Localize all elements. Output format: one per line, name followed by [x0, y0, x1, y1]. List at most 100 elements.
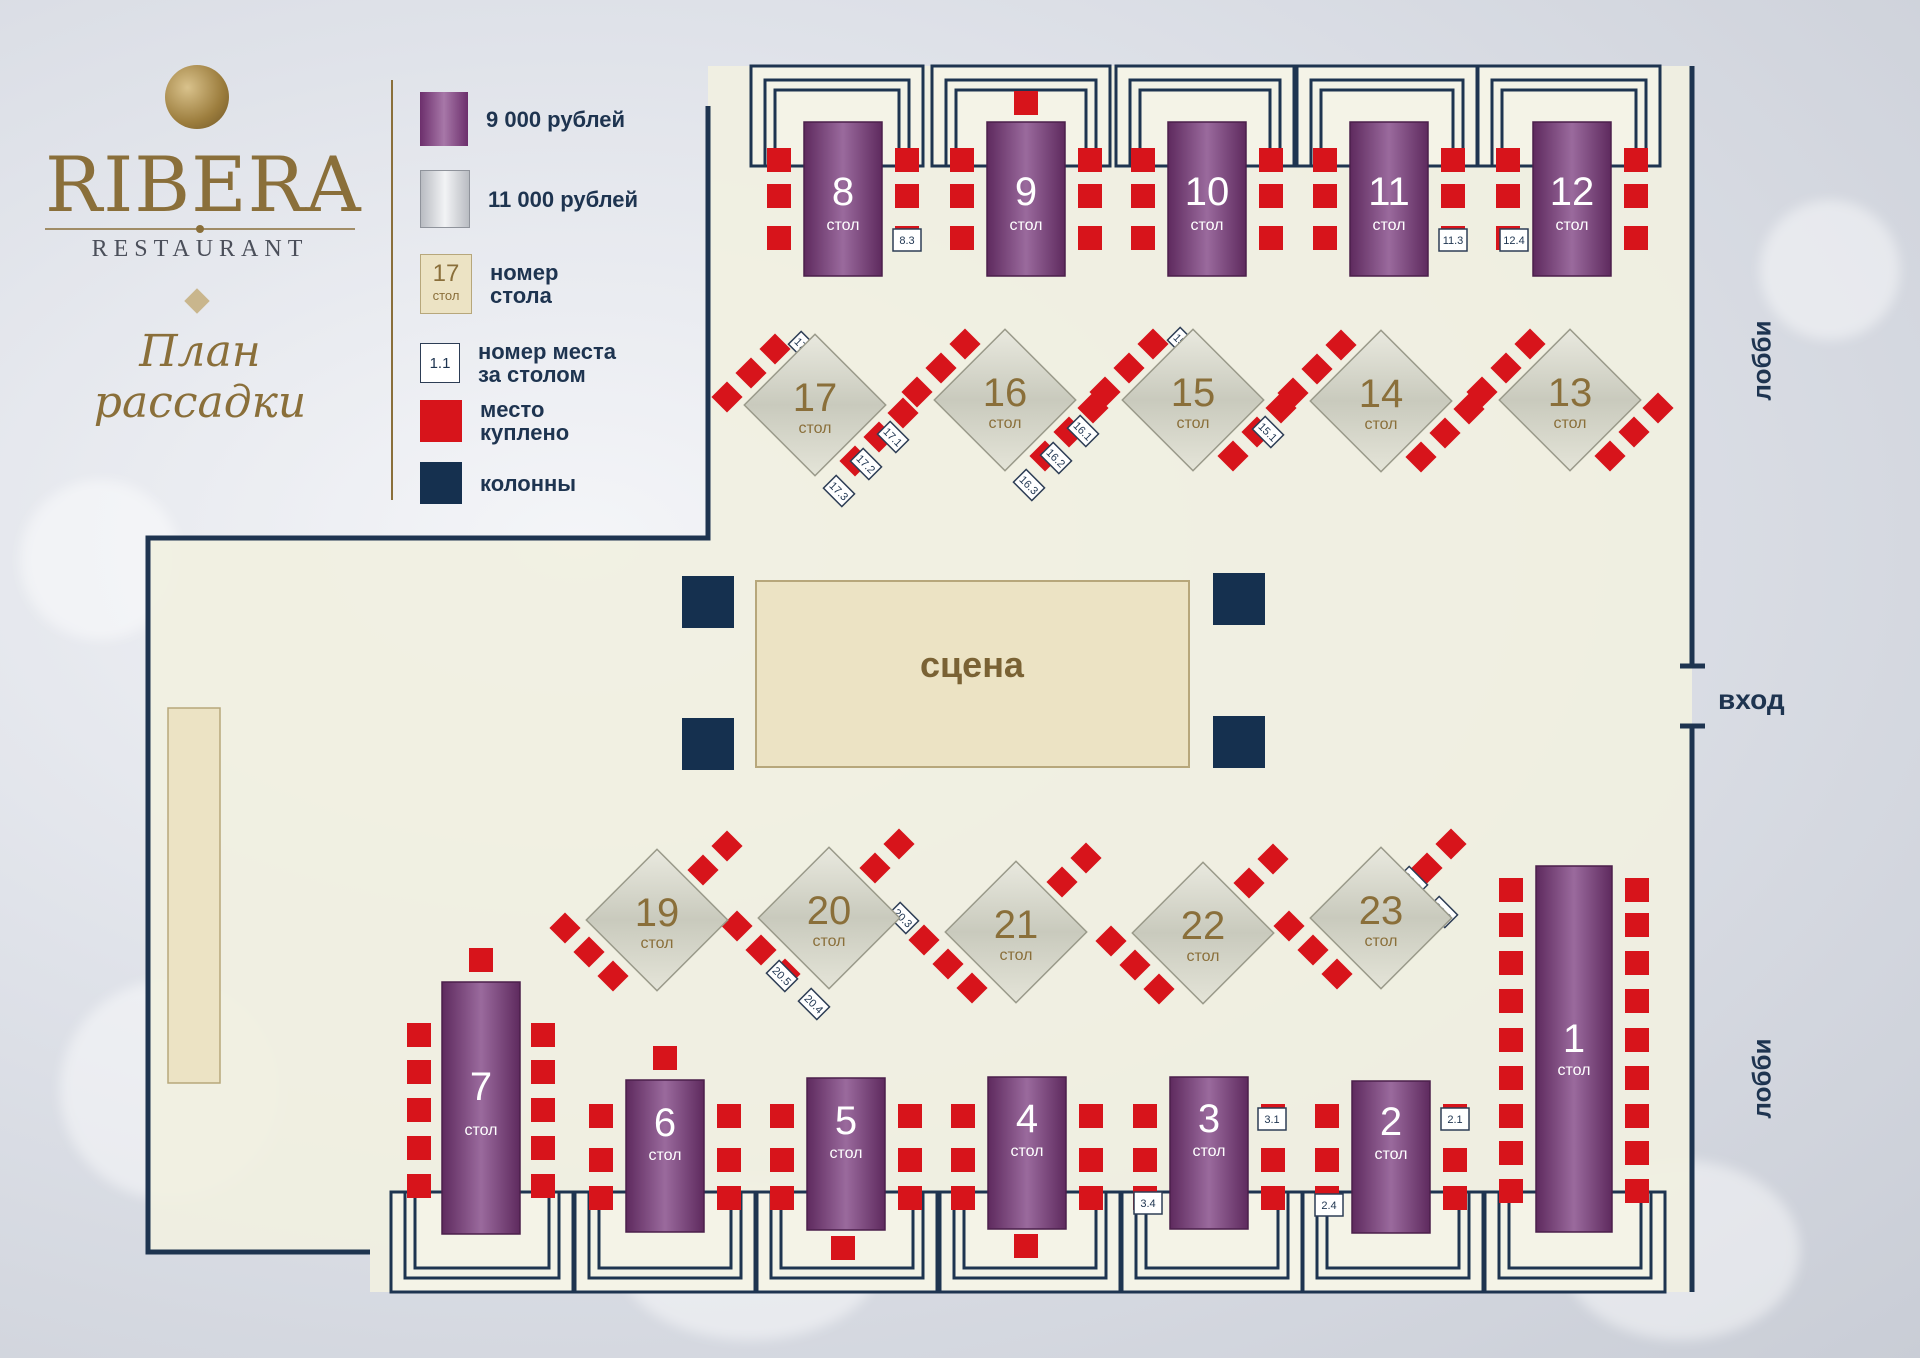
sold-seat[interactable]: [767, 148, 791, 172]
sold-seat[interactable]: [1499, 1179, 1523, 1203]
sold-seat[interactable]: [1133, 1148, 1157, 1172]
sold-seat[interactable]: [950, 226, 974, 250]
sold-seat[interactable]: [531, 1174, 555, 1198]
sold-seat[interactable]: [1624, 148, 1648, 172]
sold-seat[interactable]: [1429, 417, 1461, 449]
sold-seat[interactable]: [1259, 184, 1283, 208]
sold-seat[interactable]: [589, 1104, 613, 1128]
sold-seat[interactable]: [770, 1104, 794, 1128]
sold-seat[interactable]: [1313, 226, 1337, 250]
sold-seat[interactable]: [1514, 328, 1546, 360]
sold-seat[interactable]: [767, 226, 791, 250]
sold-seat[interactable]: [711, 381, 743, 413]
free-seat[interactable]: 17.1: [876, 420, 910, 454]
sold-seat[interactable]: [1131, 226, 1155, 250]
sold-seat[interactable]: [589, 1148, 613, 1172]
sold-seat[interactable]: [1499, 878, 1523, 902]
sold-seat[interactable]: [1499, 1141, 1523, 1165]
sold-seat[interactable]: [887, 397, 919, 429]
sold-seat[interactable]: [1642, 392, 1674, 424]
sold-seat[interactable]: [1499, 989, 1523, 1013]
sold-seat[interactable]: [531, 1098, 555, 1122]
sold-seat[interactable]: [531, 1023, 555, 1047]
sold-seat[interactable]: [1315, 1148, 1339, 1172]
sold-seat[interactable]: [1131, 148, 1155, 172]
sold-seat[interactable]: [1405, 441, 1437, 473]
sold-seat[interactable]: [1131, 184, 1155, 208]
sold-seat[interactable]: [1137, 328, 1169, 360]
sold-seat[interactable]: [1625, 989, 1649, 1013]
sold-seat[interactable]: [1625, 1179, 1649, 1203]
sold-seat[interactable]: [1624, 226, 1648, 250]
free-seat[interactable]: 17.3: [822, 474, 856, 508]
free-seat[interactable]: 20.3: [886, 901, 920, 935]
sold-seat[interactable]: [1078, 184, 1102, 208]
sold-seat[interactable]: [1441, 184, 1465, 208]
sold-seat[interactable]: [469, 948, 493, 972]
sold-seat[interactable]: [1261, 1148, 1285, 1172]
sold-seat[interactable]: [735, 357, 767, 389]
sold-seat[interactable]: [1624, 184, 1648, 208]
sold-seat[interactable]: [1499, 1028, 1523, 1052]
sold-seat[interactable]: [1313, 148, 1337, 172]
sold-seat[interactable]: [950, 184, 974, 208]
sold-seat[interactable]: [770, 1186, 794, 1210]
sold-seat[interactable]: [1261, 1186, 1285, 1210]
sold-seat[interactable]: [1301, 353, 1333, 385]
sold-seat[interactable]: [1466, 376, 1498, 408]
free-seat[interactable]: 15.1: [1251, 415, 1285, 449]
free-seat[interactable]: 20.5: [765, 959, 799, 993]
sold-seat[interactable]: [1079, 1186, 1103, 1210]
sold-seat[interactable]: [407, 1060, 431, 1084]
free-seat[interactable]: 16.1: [1066, 414, 1100, 448]
sold-seat[interactable]: [1014, 91, 1038, 115]
sold-seat[interactable]: [1014, 1234, 1038, 1258]
sold-seat[interactable]: [951, 1148, 975, 1172]
sold-seat[interactable]: [717, 1148, 741, 1172]
free-seat[interactable]: 20.4: [797, 987, 831, 1021]
sold-seat[interactable]: [407, 1136, 431, 1160]
sold-seat[interactable]: [898, 1148, 922, 1172]
free-seat[interactable]: 3.1: [1257, 1107, 1287, 1131]
sold-seat[interactable]: [951, 1186, 975, 1210]
sold-seat[interactable]: [1625, 951, 1649, 975]
sold-seat[interactable]: [901, 376, 933, 408]
sold-seat[interactable]: [1217, 440, 1249, 472]
sold-seat[interactable]: [1625, 1028, 1649, 1052]
sold-seat[interactable]: [767, 184, 791, 208]
sold-seat[interactable]: [1441, 148, 1465, 172]
free-seat[interactable]: 12.4: [1499, 228, 1529, 252]
sold-seat[interactable]: [589, 1186, 613, 1210]
sold-seat[interactable]: [1443, 1148, 1467, 1172]
sold-seat[interactable]: [531, 1136, 555, 1160]
sold-seat[interactable]: [1625, 878, 1649, 902]
free-seat[interactable]: 3.4: [1133, 1191, 1163, 1215]
sold-seat[interactable]: [1499, 1066, 1523, 1090]
sold-seat[interactable]: [1325, 329, 1357, 361]
sold-seat[interactable]: [407, 1098, 431, 1122]
sold-seat[interactable]: [898, 1104, 922, 1128]
sold-seat[interactable]: [1594, 440, 1626, 472]
sold-seat[interactable]: [1313, 184, 1337, 208]
sold-seat[interactable]: [770, 1148, 794, 1172]
free-seat[interactable]: 2.1: [1440, 1107, 1470, 1131]
